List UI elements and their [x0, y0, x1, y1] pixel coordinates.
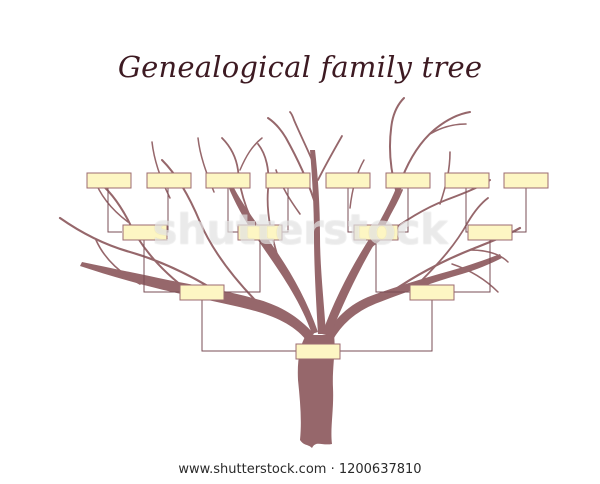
branch-left-upper: [228, 184, 318, 334]
tree-drawing: [58, 97, 522, 448]
generation-great-grandparents: [86, 172, 549, 189]
twig-left-8: [151, 141, 171, 199]
twig-left-10: [239, 137, 263, 171]
twig-right-11: [451, 263, 499, 293]
diagram-title: Genealogical family tree: [117, 50, 483, 84]
generation-grandparents: [122, 224, 513, 241]
name-box-self: [295, 343, 341, 360]
generation-parents: [179, 284, 455, 301]
twig-center-3: [317, 135, 343, 181]
connector-g1-pair3: [347, 188, 409, 233]
twig-center-2: [289, 111, 313, 161]
connector-g2-left: [143, 240, 261, 293]
branch-center: [310, 150, 326, 334]
generation-self: [295, 343, 341, 360]
connector-g2-right: [375, 240, 491, 293]
twig-right-3: [388, 97, 405, 191]
name-box-grandparent-1: [122, 224, 168, 241]
branch-main-right: [326, 254, 502, 338]
twig-left-2: [95, 179, 191, 293]
twig-right-8: [429, 123, 467, 135]
connector-g1-pair4: [465, 188, 527, 233]
connector-g1-pair2: [227, 188, 289, 233]
name-box-great-grandparent-8: [503, 172, 549, 189]
twig-right-9: [469, 249, 509, 263]
twig-right-2: [401, 111, 471, 179]
name-box-great-grandparent-5: [325, 172, 371, 189]
twig-right-6: [419, 197, 489, 283]
twig-left-5: [257, 143, 283, 271]
name-box-great-grandparent-6: [385, 172, 431, 189]
footer-url: www.shutterstock.com · 1200637810: [0, 456, 600, 484]
name-box-grandparent-3: [353, 224, 399, 241]
name-box-grandparent-2: [237, 224, 283, 241]
twig-left-6: [95, 239, 141, 285]
tree-trunk: [297, 335, 335, 448]
branch-main-left: [80, 262, 314, 340]
name-box-great-grandparent-2: [146, 172, 192, 189]
twig-left-1: [58, 216, 232, 302]
name-box-great-grandparent-4: [265, 172, 311, 189]
name-box-great-grandparent-1: [86, 172, 132, 189]
name-box-grandparent-4: [467, 224, 513, 241]
connector-g3-self: [201, 300, 433, 352]
name-box-great-grandparent-3: [205, 172, 251, 189]
name-box-parent-1: [179, 284, 225, 301]
name-box-great-grandparent-7: [444, 172, 490, 189]
connector-lines: [107, 188, 527, 352]
name-box-parent-2: [409, 284, 455, 301]
